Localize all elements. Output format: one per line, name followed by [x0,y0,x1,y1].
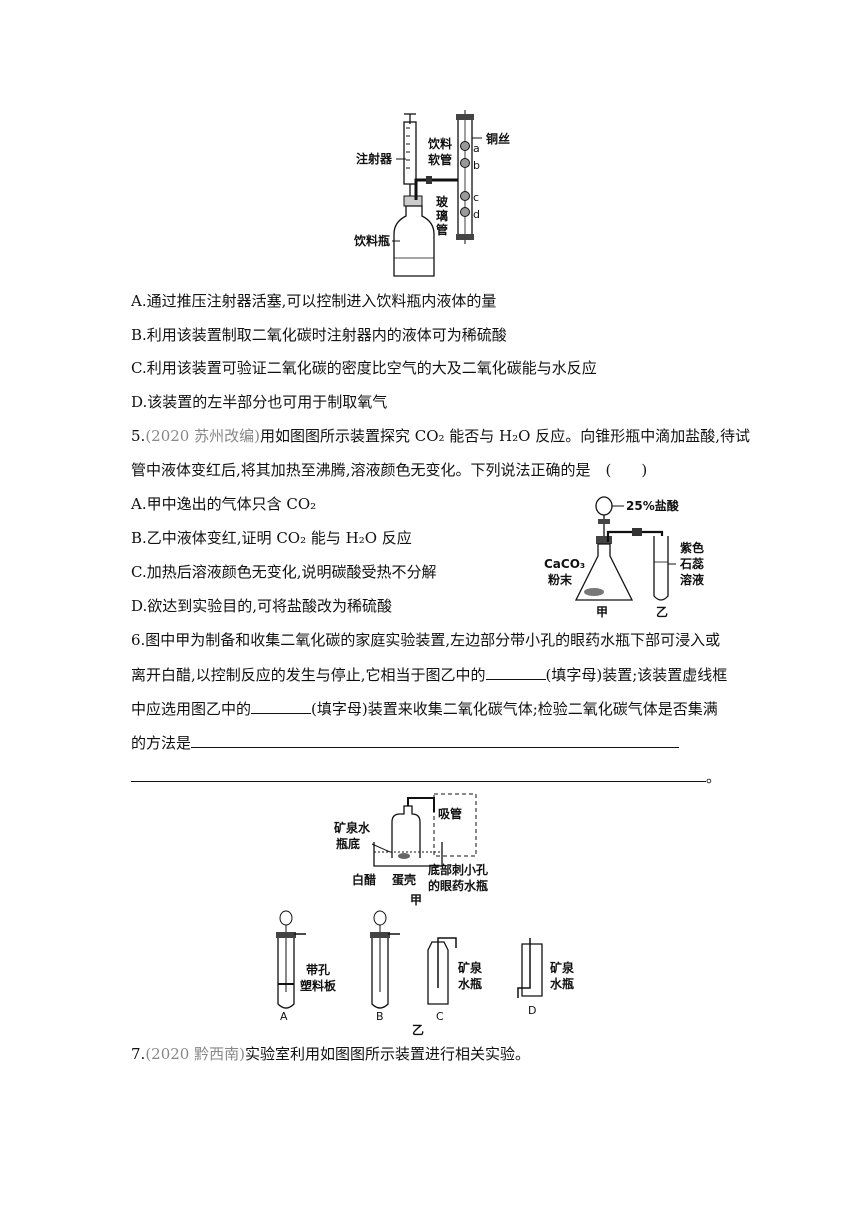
q6-blank-3[interactable] [191,731,680,748]
q5-stem-line2: 管中液体变红后,将其加热至沸腾,溶液颜色无变化。下列说法正确的是 ( ) [131,461,648,479]
q5-stem-1: 用如图图所示装置探究 CO₂ 能否与 H₂O 反应。向锥形瓶中滴加盐酸,待试 [259,427,750,445]
label-C: C [436,1010,444,1023]
q4-option-a: A.通过推压注射器活塞,可以控制进入饮料瓶内液体的量 [131,292,497,310]
q4-option-b: B.利用该装置制取二氧化碳时注射器内的液体可为稀硫酸 [131,326,507,344]
figure-q6-jia: 吸管 矿泉水 瓶底 白醋 蛋壳 底部刺小孔 的眼药水瓶 甲 [334,793,488,906]
q5-option-c: C.加热后溶液颜色无变化,说明碳酸受热不分解 [131,563,437,581]
q6-line2-a: 离开白醋,以控制反应的发生与停止,它相当于图乙中的 [131,666,486,684]
q7-stem: 7.(2020 黔西南)实验室利用如图图所示装置进行相关实验。 [131,1043,530,1065]
q6-line4-a: 的方法是 [131,734,192,752]
label-c-bottle-2: 水瓶 [458,976,482,991]
label-c-bottle-1: 矿泉 [458,960,483,975]
q6-blank-4[interactable] [131,765,706,782]
label-straw: 吸管 [438,806,462,821]
label-board-2: 塑料板 [300,978,337,993]
label-b: b [473,159,480,172]
q7-text: 实验室利用如图图所示装置进行相关实验。 [244,1045,530,1063]
label-litmus-3: 溶液 [680,572,704,587]
label-d-bottle-2: 水瓶 [550,976,574,991]
q6-line4: 的方法是 [131,731,680,754]
label-caco3: CaCO₃ [544,557,585,571]
q6-line5-end: 。 [706,768,722,786]
q7-source: (2020 黔西南) [145,1045,245,1063]
q5-option-b: B.乙中液体变红,证明 CO₂ 能与 H₂O 反应 [131,529,412,547]
label-a: a [473,142,480,155]
label-d: d [473,208,480,221]
label-glass-1: 玻 [436,194,449,209]
q5-stem-line1: 5.(2020 苏州改编)用如图图所示装置探究 CO₂ 能否与 H₂O 反应。向… [131,425,750,447]
label-acid: 25%盐酸 [626,498,680,513]
label-eggshell: 蛋壳 [392,872,416,887]
label-A: A [280,1010,288,1023]
label-eye-1: 底部刺小孔 [428,862,488,877]
label-jia-caption: 甲 [410,893,422,906]
label-B: B [376,1010,384,1023]
label-litmus-1: 紫色 [680,540,704,555]
figure-syringe-apparatus: 注射器 饮料 软管 铜丝 a b c d 玻 璃 管 饮料瓶 [353,110,510,277]
label-bottle-1: 矿泉水 [334,820,371,835]
label-syringe: 注射器 [356,151,393,166]
q6-blank-1[interactable] [485,663,546,680]
q6-line2: 离开白醋,以控制反应的发生与停止,它相当于图乙中的 (填字母)装置;该装置虚线框 [131,663,727,686]
label-c: c [473,191,479,204]
q5-option-a: A.甲中逸出的气体只含 CO₂ [131,495,317,513]
label-bottle: 饮料瓶 [353,233,390,248]
label-yi-caption: 乙 [412,1023,424,1036]
q6-line2-b: (填字母)装置;该装置虚线框 [545,666,728,684]
label-powder: 粉末 [548,572,573,587]
label-board-1: 带孔 [306,962,330,977]
q7-number: 7. [131,1045,146,1063]
label-soft-tube-1: 饮料 [427,136,452,151]
label-D: D [528,1004,536,1017]
label-glass-2: 璃 [436,208,448,223]
label-jia: 甲 [596,605,608,619]
q6-line3: 中应选用图乙中的 (填字母)装置来收集二氧化碳气体;检验二氧化碳气体是否集满 [131,697,718,720]
q5-number: 5. [131,427,146,445]
q6-line3-a: 中应选用图乙中的 [131,700,252,718]
label-copper: 铜丝 [486,131,510,146]
label-soft-tube-2: 软管 [428,152,452,167]
figure-flask-testtube: 25%盐酸 CaCO₃ 粉末 紫色 石蕊 溶液 甲 乙 [544,496,704,619]
q6-line1: 6.图中甲为制备和收集二氧化碳的家庭实验装置,左边部分带小孔的眼药水瓶下部可浸入… [131,631,721,649]
figure-q6-yi: 带孔 塑料板 A B 矿泉 水瓶 C 矿泉 水瓶 D 乙 [276,910,575,1036]
label-glass-3: 管 [436,222,448,237]
q5-option-d: D.欲达到实验目的,可将盐酸改为稀硫酸 [131,597,393,615]
label-litmus-2: 石蕊 [679,556,704,571]
label-bottle-2: 瓶底 [336,836,360,851]
q6-line3-b: (填字母)装置来收集二氧化碳气体;检验二氧化碳气体是否集满 [311,700,718,718]
label-yi: 乙 [656,605,668,619]
q6-line5: 。 [131,765,721,788]
q5-source: (2020 苏州改编) [145,427,260,445]
q6-blank-2[interactable] [251,697,312,714]
label-eye-2: 的眼药水瓶 [428,878,488,893]
q4-option-c: C.利用该装置可验证二氧化碳的密度比空气的大及二氧化碳能与水反应 [131,359,597,377]
label-vinegar: 白醋 [352,872,376,887]
q4-option-d: D.该装置的左半部分也可用于制取氧气 [131,393,388,411]
label-d-bottle-1: 矿泉 [550,960,575,975]
